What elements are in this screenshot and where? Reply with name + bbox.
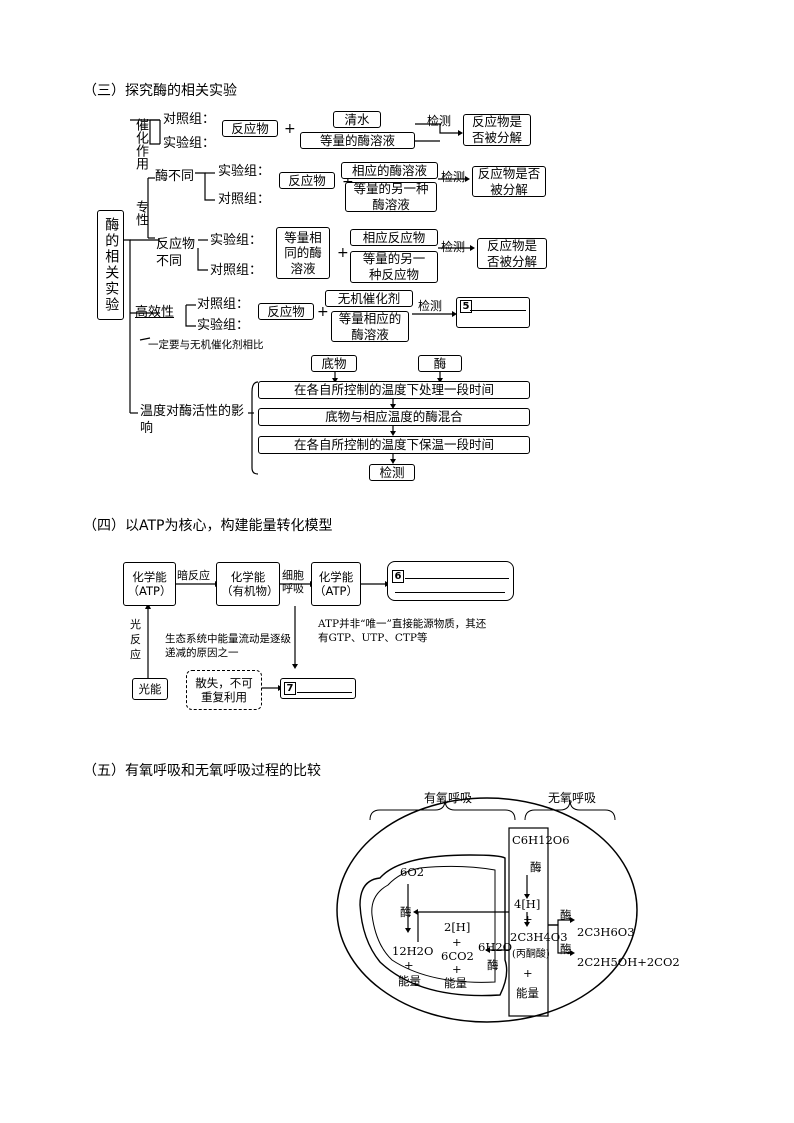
plus-1: + [523, 912, 533, 926]
plus-4: + [404, 958, 414, 972]
lactic-acid: 2C3H6O3 [577, 925, 635, 939]
blank6-line2 [395, 592, 505, 593]
temperature-label: 温度对酶活性的影响 [140, 404, 245, 436]
spec-reactant-a: 相应反应物 [350, 229, 438, 246]
eff-blank-line [470, 310, 526, 311]
energy-1: 能量 [516, 986, 539, 1000]
reactant-diff-label: 反应物不同 [156, 237, 196, 269]
catalysis-reactant: 反应物 [222, 120, 278, 137]
eff-experiment: 实验组： [197, 318, 250, 333]
plus-3: + [452, 935, 462, 949]
dark-reaction-label: 暗反应 [177, 569, 210, 582]
catalysis-detect: 检测 [427, 114, 452, 128]
spec-detect2: 检测 [441, 240, 466, 254]
organic-box: 化学能（有机物） [216, 562, 280, 606]
co2: 6CO2 [441, 949, 474, 963]
catalysis-water: 清水 [333, 111, 381, 128]
plus-2: + [523, 966, 533, 980]
water-6: 6H2O [478, 940, 513, 954]
temp-step3: 在各自所控制的温度下保温一段时间 [258, 436, 530, 454]
temp-step4: 检测 [369, 464, 415, 481]
eff-note: 一定要与无机催化剂相比 [148, 339, 264, 351]
section3-title: （三）探究酶的相关实验 [83, 83, 237, 99]
section5-title: （五）有氧呼吸和无氧呼吸过程的比较 [83, 763, 321, 779]
svg-text:+: + [317, 304, 329, 320]
blank-number-6: 6 [392, 570, 404, 583]
spec-detect: 检测 [441, 170, 466, 184]
spec-result: 反应物是否被分解 [472, 166, 546, 197]
enzyme-5: 酶 [487, 958, 499, 972]
energy-2: 能量 [398, 974, 421, 988]
loss-box: 散失，不可重复利用 [186, 670, 262, 710]
plus-5: + [452, 962, 462, 976]
atp2-box: 化学能（ATP） [311, 562, 361, 606]
spec-control: 对照组： [218, 192, 271, 207]
aerobic-label: 有氧呼吸 [424, 791, 473, 805]
blank7-line [297, 692, 352, 693]
spec-control2: 对照组： [210, 263, 263, 278]
spec-enzyme-b: 等量的另一种酶溶液 [345, 181, 437, 212]
atp-note: ATP并非“唯一”直接能源物质，其还有GTP、UTP、CTP等 [318, 618, 487, 644]
oxygen: 6O2 [400, 865, 425, 879]
anaerobic-label: 无氧呼吸 [548, 791, 597, 805]
light-energy-box: 光能 [132, 678, 168, 700]
catalysis-label: 催化作用 [133, 118, 148, 170]
respiration-label: 细胞呼吸 [282, 569, 304, 596]
blank6-box: 6 [387, 561, 514, 601]
energy-3: 能量 [444, 976, 467, 990]
efficiency-label: 高效性 [135, 305, 175, 320]
blank7-box: 7 [280, 678, 356, 699]
temp-step1: 在各自所控制的温度下处理一段时间 [258, 381, 530, 399]
spec-experiment2: 实验组： [210, 233, 263, 248]
blank-number-5: 5 [460, 300, 472, 313]
eff-reactant: 反应物 [258, 303, 314, 320]
spec-reactant-b: 等量的另一种反应物 [350, 251, 438, 283]
energy-flow-note: 生态系统中能量流动是逐级递减的原因之一 [165, 633, 291, 659]
catalysis-enzyme: 等量的酶溶液 [300, 132, 415, 149]
enzyme-3: 酶 [560, 942, 572, 956]
pyruvate-name: (丙酮酸) [512, 949, 550, 960]
catalysis-control: 对照组： [163, 112, 216, 127]
blank-number-7: 7 [284, 682, 296, 695]
enzyme-2: 酶 [560, 908, 572, 922]
specificity-label: 专性 [133, 200, 148, 226]
spec-same-enzyme: 等量相同的酶溶液 [276, 227, 330, 279]
pyruvate: 2C3H4O3 [510, 930, 568, 944]
spec-enzyme-a: 相应的酶溶液 [341, 162, 438, 179]
h2: 2[H] [444, 920, 471, 934]
eff-enzyme: 等量相应的酶溶液 [331, 311, 409, 342]
ethanol: 2C2H5OH+2CO2 [577, 955, 680, 969]
atp1-box: 化学能（ATP） [123, 562, 176, 606]
temp-enzyme: 酶 [418, 355, 462, 372]
spec-result2: 反应物是否被分解 [477, 238, 547, 269]
root-box: 酶的相关实验 [97, 210, 124, 320]
temp-step2: 底物与相应温度的酶混合 [258, 408, 530, 426]
spec-experiment: 实验组： [218, 164, 271, 179]
temp-substrate: 底物 [311, 355, 357, 372]
water-12: 12H2O [392, 944, 434, 958]
eff-blank-box: 5 [456, 297, 530, 328]
blank6-line1 [405, 578, 509, 579]
svg-text:+: + [337, 245, 349, 261]
eff-catalyst: 无机催化剂 [325, 290, 413, 307]
section4-title: （四）以ATP为核心，构建能量转化模型 [83, 518, 333, 534]
glucose: C6H12O6 [512, 833, 570, 847]
light-reaction-label: 光反应 [130, 618, 141, 661]
spec-reactant: 反应物 [279, 172, 335, 189]
svg-text:+: + [284, 121, 296, 137]
enzyme-4: 酶 [400, 905, 412, 919]
catalysis-experiment: 实验组： [163, 136, 216, 151]
eff-detect: 检测 [418, 299, 443, 313]
catalysis-result: 反应物是否被分解 [463, 114, 531, 146]
h4: 4[H] [514, 897, 541, 911]
eff-control: 对照组： [197, 297, 250, 312]
enzyme-diff-label: 酶不同 [155, 169, 195, 184]
enzyme-1: 酶 [530, 860, 542, 874]
